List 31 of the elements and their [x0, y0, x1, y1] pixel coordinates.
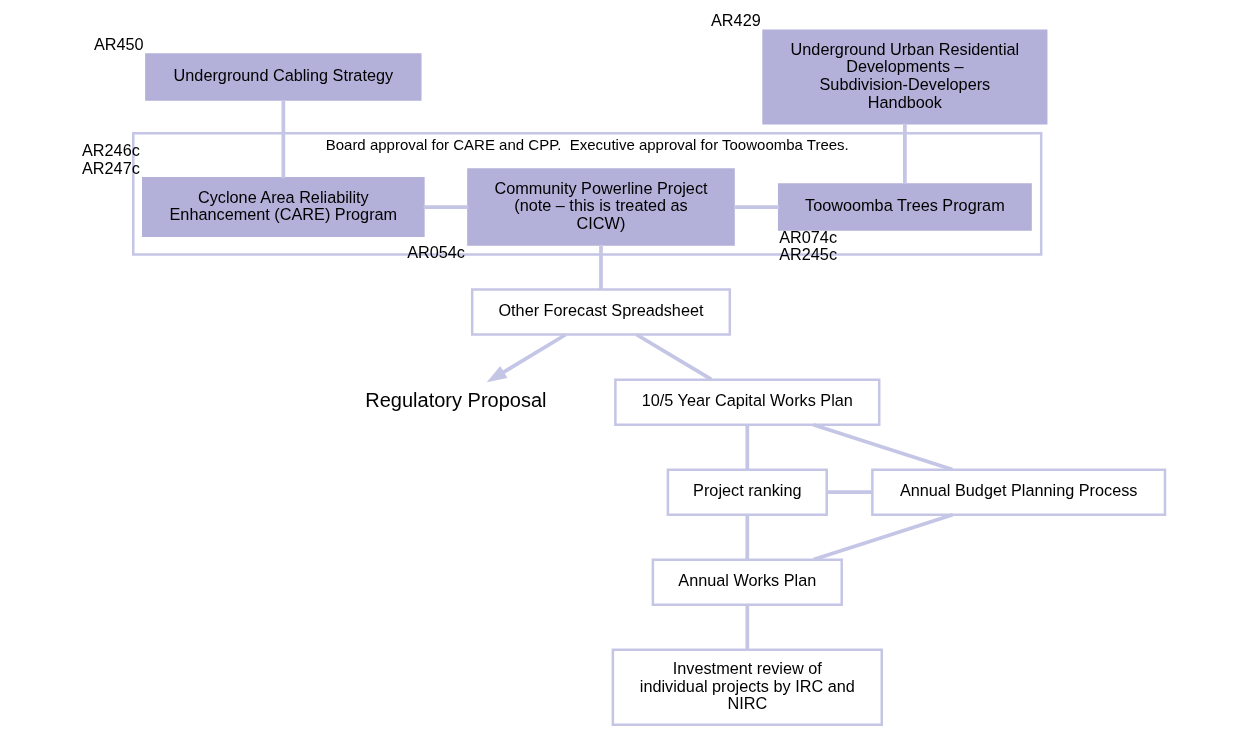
- connector: [902, 123, 907, 185]
- node-label: AR247c: [81, 158, 140, 177]
- node-label: AR429: [710, 11, 761, 30]
- connector: [423, 205, 468, 209]
- connector: [812, 512, 953, 562]
- node-label: AR245c: [778, 245, 837, 264]
- connector: [744, 605, 749, 650]
- node-box: Underground Cabling Strategy: [144, 53, 422, 101]
- arrow: [486, 333, 566, 383]
- node-label: AR450: [93, 34, 144, 53]
- node-box: Toowoomba Trees Program: [777, 183, 1032, 231]
- node-box: Investment review of individual projects by IRC and NIRC: [611, 648, 883, 727]
- node-label: AR054c: [406, 242, 465, 261]
- connector: [744, 425, 749, 470]
- node-label: AR246c: [81, 141, 140, 160]
- node-box: Other Forecast Spreadsheet: [470, 288, 731, 336]
- connector: [598, 244, 603, 290]
- connector: [744, 515, 749, 560]
- node-box: Project ranking: [666, 468, 828, 516]
- node-text: Regulatory Proposal: [364, 388, 547, 411]
- node-box: Annual Works Plan: [651, 558, 843, 606]
- connector: [635, 333, 712, 381]
- node-box: Underground Urban Residential Developments – Subdivision-Developers Handbook: [761, 29, 1047, 125]
- connector: [812, 422, 953, 472]
- node-box: 10/5 Year Capital Works Plan: [613, 378, 880, 426]
- connector: [733, 205, 779, 209]
- node-box: Community Powerline Project (note – this is treated as CICW): [466, 168, 735, 246]
- node-box: Annual Budget Planning Process: [870, 468, 1166, 516]
- connector: [826, 490, 872, 495]
- node-box: Cyclone Area Reliability Enhancement (CARE) Program: [141, 177, 425, 238]
- connector: [280, 99, 285, 179]
